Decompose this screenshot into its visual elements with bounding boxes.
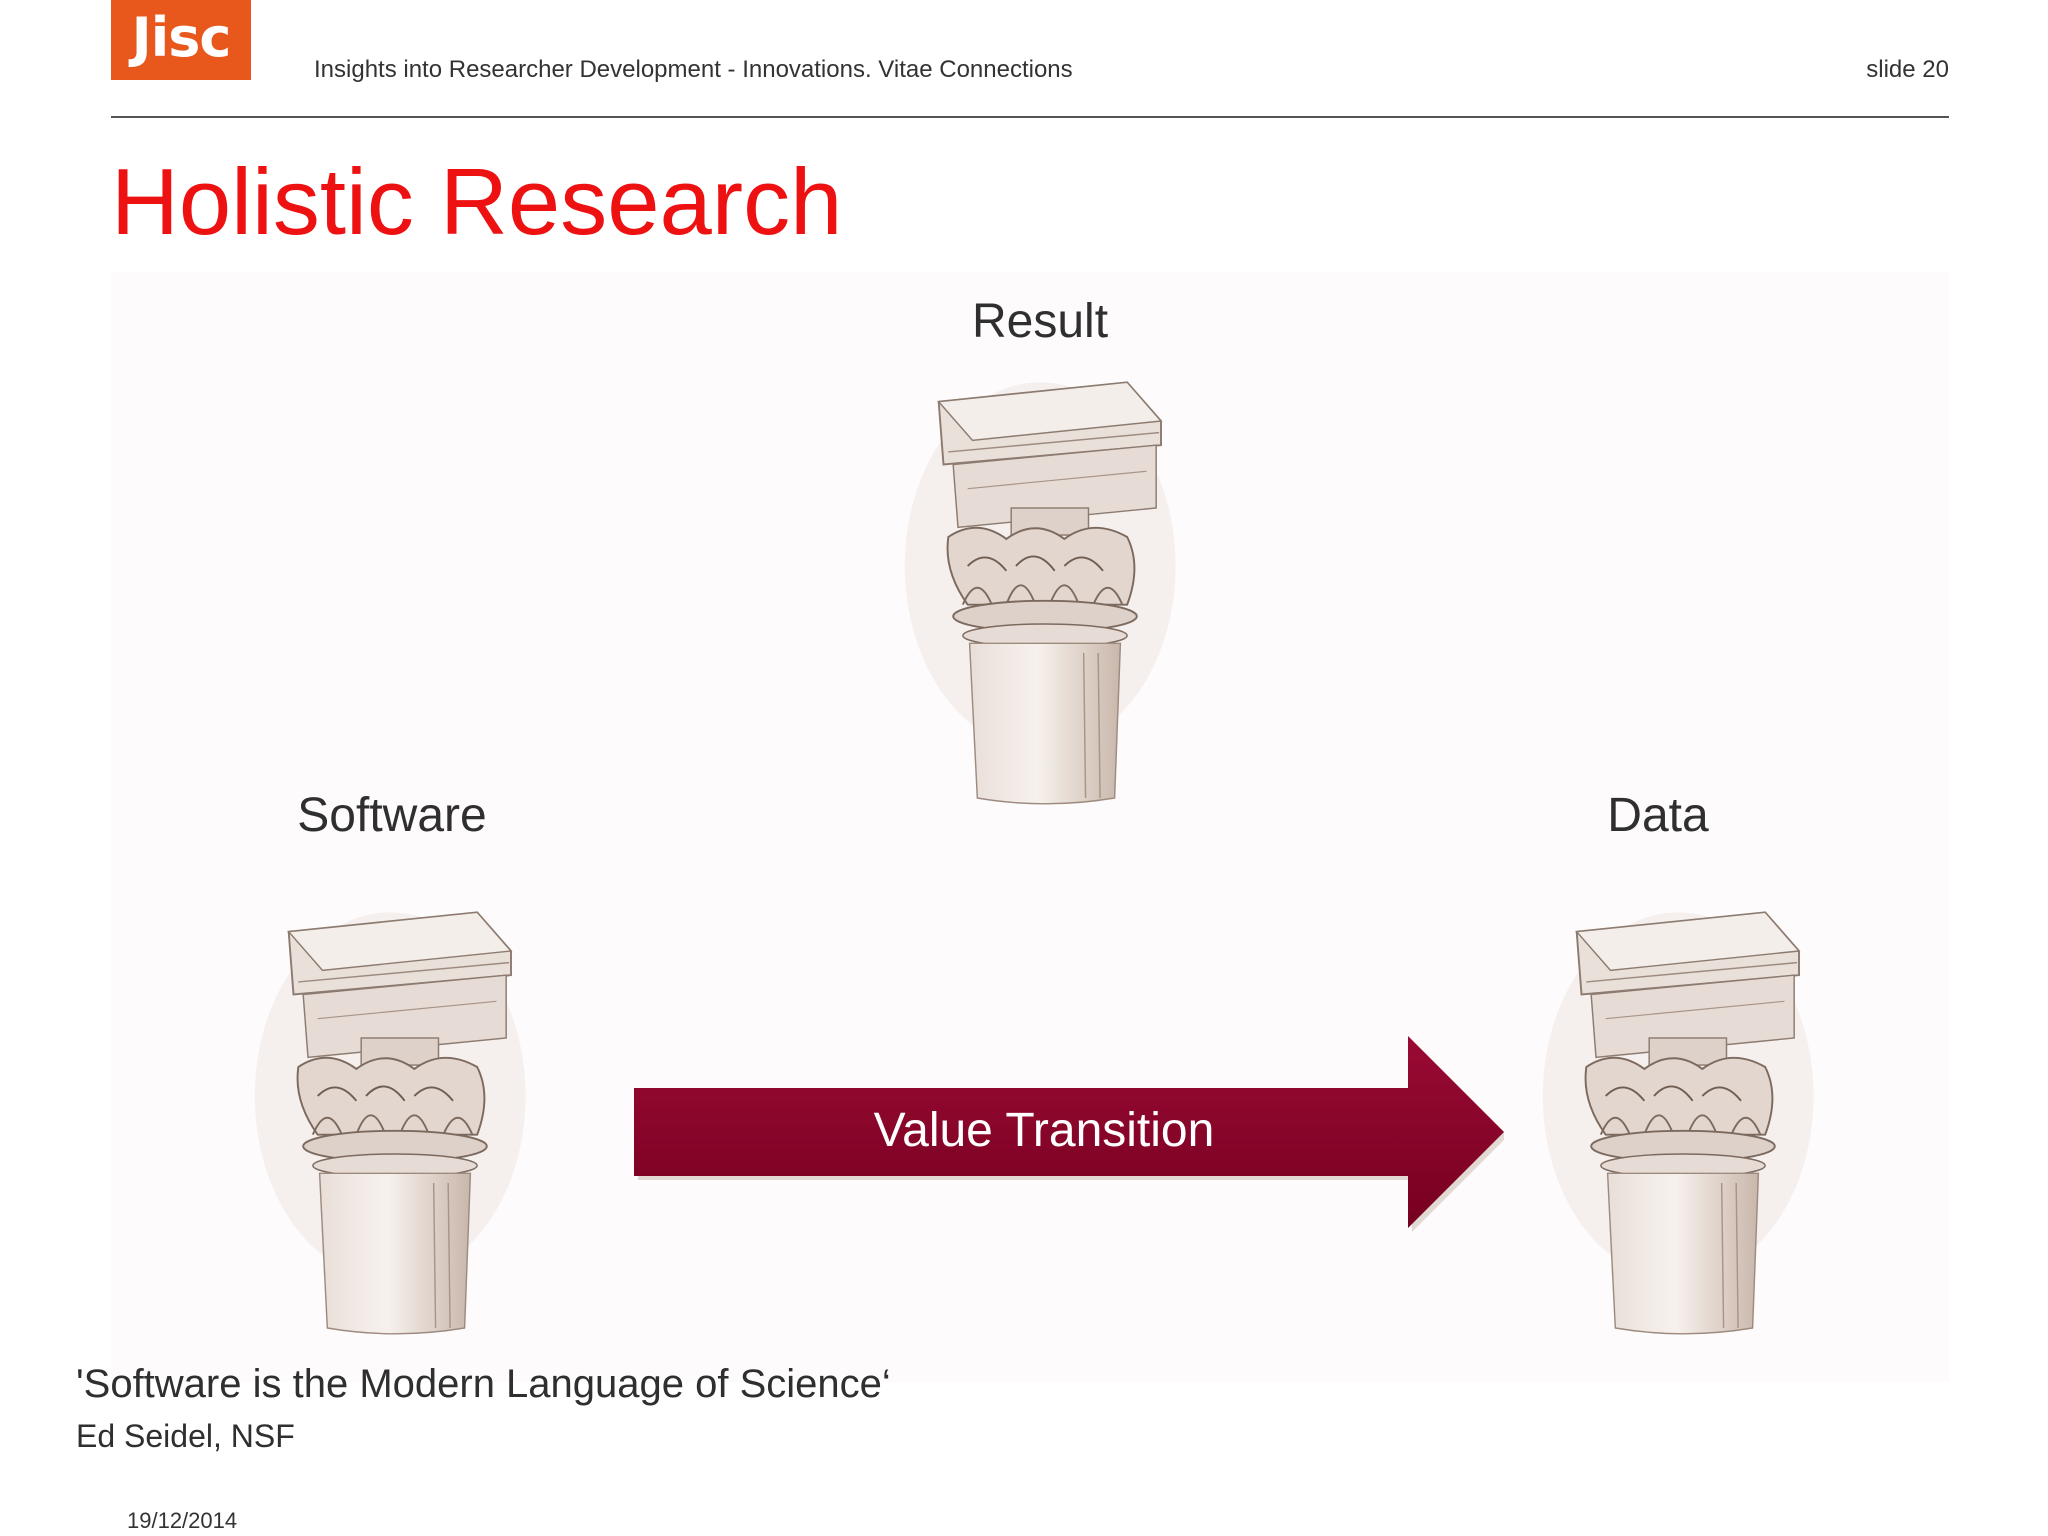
jisc-logo: Jisc <box>111 0 251 80</box>
data-pillar-image <box>1541 911 1815 1335</box>
software-label: Software <box>297 789 487 842</box>
quote-text: 'Software is the Modern Language of Scie… <box>76 1362 891 1406</box>
page-title: Holistic Research <box>111 149 843 254</box>
quote-author: Ed Seidel, NSF <box>76 1418 295 1454</box>
slide-number: slide 20 <box>1866 56 1949 83</box>
footer-date: 19/12/2014 <box>127 1508 238 1533</box>
arrow-label: Value Transition <box>873 1104 1215 1157</box>
logo-text: Jisc <box>131 5 232 69</box>
value-transition-arrow <box>634 1036 1504 1232</box>
result-label: Result <box>971 295 1109 348</box>
software-pillar-image <box>253 911 527 1335</box>
header-divider <box>111 116 1949 118</box>
header-title: Insights into Researcher Development - I… <box>314 56 1073 83</box>
result-pillar-image <box>903 381 1177 805</box>
data-label: Data <box>1607 789 1709 842</box>
